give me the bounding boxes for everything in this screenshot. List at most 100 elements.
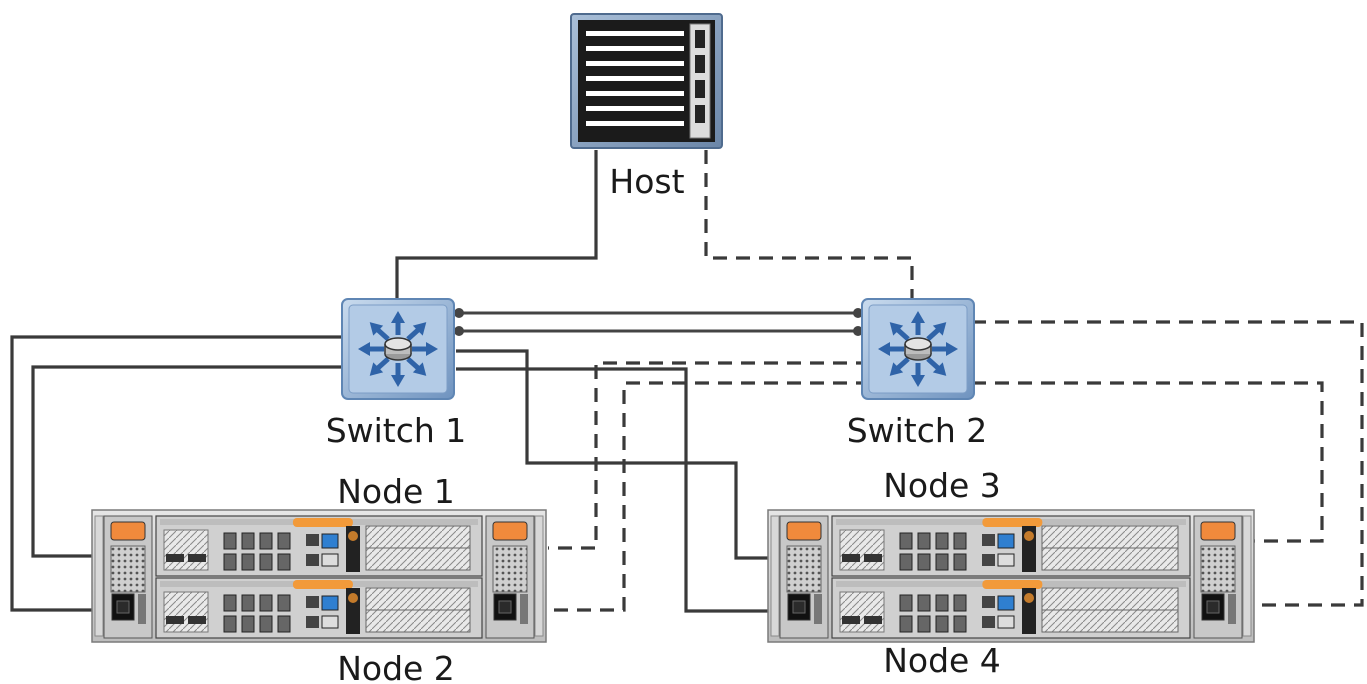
power-supply-unit xyxy=(485,515,535,639)
network-port xyxy=(259,615,273,633)
network-port xyxy=(259,553,273,571)
switch1-node2-link xyxy=(10,335,342,612)
psu-vent xyxy=(492,545,528,593)
controller-vent xyxy=(163,591,209,633)
network-port xyxy=(223,615,237,633)
switch-1-icon[interactable] xyxy=(341,298,455,400)
direction-arrow-icon xyxy=(412,342,438,356)
network-port xyxy=(953,615,967,633)
psu-vent xyxy=(786,545,822,593)
interlink-port xyxy=(853,308,863,318)
power-supply-unit xyxy=(103,515,153,639)
controller-module xyxy=(831,515,1191,577)
interlink-port xyxy=(454,326,464,336)
host-switch2-link xyxy=(704,150,914,300)
network-port xyxy=(241,532,255,550)
controller-status-bar xyxy=(292,580,353,589)
sfp-port xyxy=(864,616,882,624)
network-port xyxy=(306,534,319,546)
direction-arrow-icon xyxy=(878,342,904,356)
sfp-port xyxy=(166,616,184,624)
host-switch1-link xyxy=(395,150,598,300)
switch-2-label: Switch 2 xyxy=(847,411,988,450)
switch-core-icon xyxy=(384,337,412,361)
ethernet-port xyxy=(321,553,339,567)
storage-chassis-node-3-4[interactable] xyxy=(767,509,1255,643)
controller-vent xyxy=(839,529,885,571)
ethernet-port xyxy=(321,533,339,549)
network-port xyxy=(241,615,255,633)
switch-2-icon[interactable] xyxy=(861,298,975,400)
psu-vent xyxy=(1200,545,1236,593)
node-3-label: Node 3 xyxy=(883,466,1001,505)
network-port xyxy=(223,553,237,571)
network-port xyxy=(306,616,319,628)
ethernet-port xyxy=(997,553,1015,567)
sfp-port xyxy=(188,616,206,624)
network-port xyxy=(935,594,949,612)
direction-arrow-icon xyxy=(889,357,910,376)
ethernet-port xyxy=(997,533,1015,549)
psu-latch xyxy=(110,521,146,541)
network-port xyxy=(917,553,931,571)
direction-arrow-icon xyxy=(932,342,958,356)
controller-module xyxy=(155,577,483,639)
sfp-port xyxy=(842,554,860,562)
ethernet-port xyxy=(321,595,339,611)
switch1-node3-link xyxy=(456,349,790,560)
network-port xyxy=(223,594,237,612)
node-1-label: Node 1 xyxy=(337,472,455,511)
network-port xyxy=(935,553,949,571)
network-port xyxy=(899,615,913,633)
switch1-node1-link xyxy=(31,365,342,558)
status-led xyxy=(348,593,358,603)
direction-arrow-icon xyxy=(391,363,405,387)
network-port xyxy=(953,594,967,612)
controller-module xyxy=(155,515,483,577)
psu-vent xyxy=(110,545,146,593)
power-supply-unit xyxy=(1193,515,1243,639)
controller-status-bar xyxy=(982,518,1043,527)
network-port xyxy=(935,532,949,550)
direction-arrow-icon xyxy=(406,357,427,376)
network-port xyxy=(899,594,913,612)
switch2-node4-link xyxy=(972,320,1364,607)
sfp-port xyxy=(864,554,882,562)
interlink-port xyxy=(454,308,464,318)
controller-module xyxy=(831,577,1191,639)
direction-arrow-icon xyxy=(926,322,947,341)
network-port xyxy=(223,532,237,550)
rack-ear xyxy=(94,515,104,637)
psu-latch xyxy=(786,521,822,541)
network-port xyxy=(277,615,291,633)
network-port xyxy=(982,554,995,566)
network-port xyxy=(982,534,995,546)
switch-core-icon xyxy=(904,337,932,361)
ethernet-port xyxy=(997,615,1015,629)
rack-ear xyxy=(534,515,544,637)
direction-arrow-icon xyxy=(889,322,910,341)
direction-arrow-icon xyxy=(369,322,390,341)
controller-status-bar xyxy=(292,518,353,527)
host-server-icon[interactable] xyxy=(570,13,723,149)
network-port xyxy=(917,532,931,550)
psu-latch xyxy=(1200,521,1236,541)
direction-arrow-icon xyxy=(406,322,427,341)
rack-ear xyxy=(1242,515,1252,637)
network-port xyxy=(982,616,995,628)
controller-vent xyxy=(839,591,885,633)
switch2-node1-link xyxy=(548,361,870,550)
network-port xyxy=(259,532,273,550)
direction-arrow-icon xyxy=(369,357,390,376)
storage-chassis-node-1-2[interactable] xyxy=(91,509,547,643)
power-supply-unit xyxy=(779,515,829,639)
rack-ear xyxy=(770,515,780,637)
switch1-node4-link xyxy=(456,367,790,613)
network-port xyxy=(917,594,931,612)
ethernet-port xyxy=(997,595,1015,611)
network-port xyxy=(277,594,291,612)
direction-arrow-icon xyxy=(358,342,384,356)
sfp-port xyxy=(842,616,860,624)
network-port xyxy=(306,554,319,566)
